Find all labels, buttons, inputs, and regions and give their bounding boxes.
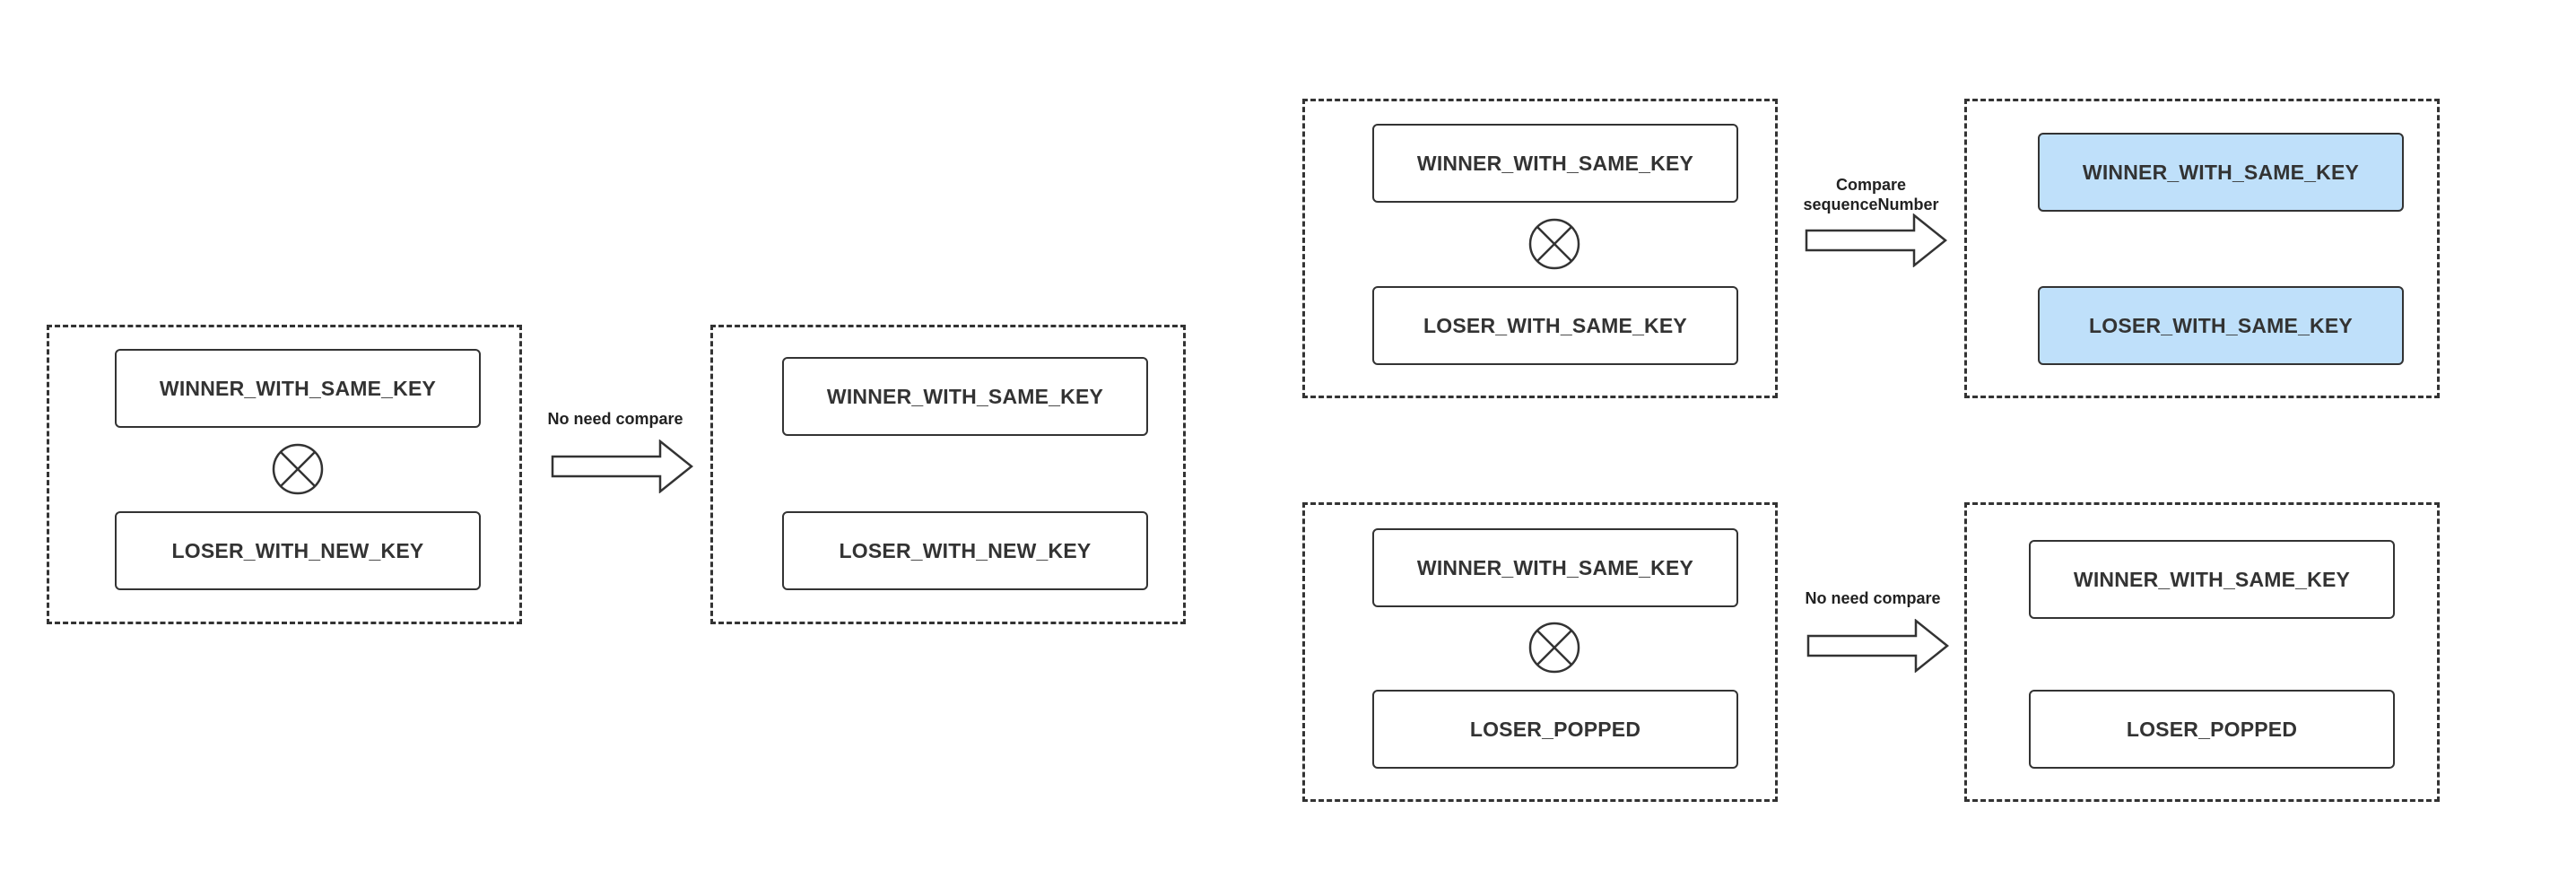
winner-with-same-key-node: WINNER_WITH_SAME_KEY: [115, 349, 481, 428]
edge-label-no-need-compare: No need compare: [1805, 589, 1941, 607]
scenario-popped-after: [1964, 502, 2440, 802]
edge-label-line-compare: Compare: [1835, 176, 1907, 194]
winner-with-same-key-node: WINNER_WITH_SAME_KEY: [1372, 124, 1738, 203]
loser-popped-node: LOSER_POPPED: [2029, 690, 2395, 769]
arrow-right-icon: [551, 440, 694, 493]
loser-with-new-key-node: LOSER_WITH_NEW_KEY: [115, 511, 481, 590]
winner-with-same-key-node: WINNER_WITH_SAME_KEY: [1372, 528, 1738, 607]
xor-circle-icon: [1528, 622, 1580, 674]
xor-circle-icon: [272, 443, 324, 495]
edge-label-line-sequence-number: sequenceNumber: [1803, 196, 1939, 213]
arrow-right-icon: [1806, 619, 1950, 673]
edge-label-no-need-compare: No need compare: [547, 410, 683, 428]
scenario-new-key-before: [47, 325, 522, 624]
scenario-same-key-before: [1302, 99, 1778, 398]
scenario-popped-before: [1302, 502, 1778, 802]
scenario-same-key-after: [1964, 99, 2440, 398]
scenario-new-key-after: [710, 325, 1186, 624]
loser-popped-node: LOSER_POPPED: [1372, 690, 1738, 769]
arrow-right-icon: [1805, 213, 1948, 267]
xor-circle-icon: [1528, 218, 1580, 270]
edge-label-compare-sequence-number: Compare sequenceNumber: [1792, 175, 1950, 214]
winner-with-same-key-node: WINNER_WITH_SAME_KEY: [782, 357, 1148, 436]
winner-with-same-key-highlighted-node: WINNER_WITH_SAME_KEY: [2038, 133, 2404, 212]
loser-with-new-key-node: LOSER_WITH_NEW_KEY: [782, 511, 1148, 590]
winner-with-same-key-node: WINNER_WITH_SAME_KEY: [2029, 540, 2395, 619]
loser-with-same-key-node: LOSER_WITH_SAME_KEY: [1372, 286, 1738, 365]
loser-with-same-key-highlighted-node: LOSER_WITH_SAME_KEY: [2038, 286, 2404, 365]
